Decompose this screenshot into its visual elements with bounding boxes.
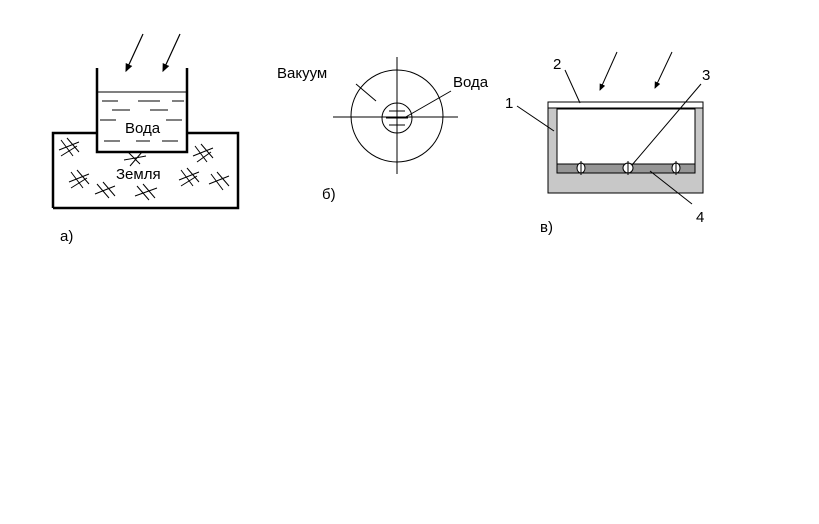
glass-cover [547,101,704,109]
caption-c: в) [540,219,553,236]
sun-ray-arrow [125,33,144,73]
panel-a: Вода Земля а) [51,33,240,245]
label-4: 4 [696,209,704,226]
sun-ray-arrow [162,33,181,73]
sun-ray-arrow [654,51,673,89]
label-2: 2 [553,56,561,73]
water-droplet-circle [381,102,413,134]
sun-ray-arrow [599,51,618,91]
panel-b: Вакуум Вода б) [277,57,489,203]
leader-line-3 [631,83,702,166]
water-label: Вода [125,120,161,137]
ground-outline [51,131,240,210]
vacuum-circle [350,69,444,163]
vacuum-leader-line [355,83,377,102]
ground-hatching [58,137,230,201]
leader-line-2 [564,69,581,104]
water-leader-line [403,90,452,119]
tubes [576,161,681,175]
panel-c: 1 2 3 4 в) [505,51,710,236]
ground-label: Земля [116,166,161,183]
collector-frame [547,102,704,194]
water-vessel [95,68,189,154]
vacuum-label: Вакуум [277,65,327,82]
leader-line-1 [516,105,555,132]
water-hatching [100,100,184,142]
caption-a: а) [60,228,73,245]
caption-b: б) [322,186,336,203]
water-label: Вода [453,74,489,91]
label-3: 3 [702,67,710,84]
leader-line-4 [649,170,693,205]
label-1: 1 [505,95,513,112]
